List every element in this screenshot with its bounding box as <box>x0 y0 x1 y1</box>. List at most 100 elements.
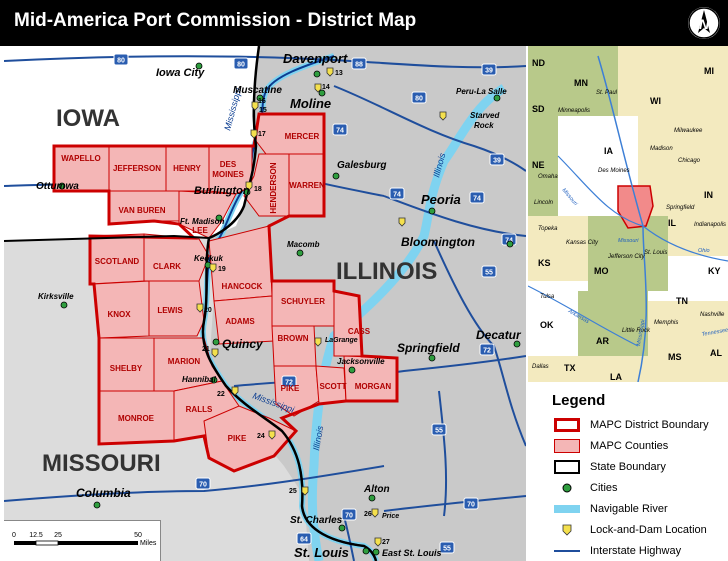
legend: Legend MAPC District Boundary MAPC Count… <box>540 384 728 561</box>
inset-map[interactable]: ND MN MI SD WI IA NE IN IL KS MO KY OK T… <box>527 45 728 383</box>
interstate-shield-label: 80 <box>415 96 423 103</box>
city-dot-icon <box>313 70 321 78</box>
lock-markers <box>196 67 447 547</box>
lock-marker-icon <box>231 386 239 396</box>
city-label: St. Charles <box>290 515 343 526</box>
title-bar: Mid-America Port Commission - District M… <box>0 0 728 46</box>
inset-city-label: Indianapolis <box>694 222 726 228</box>
scale-tick-label: 0 <box>12 532 16 539</box>
city-label: Jacksonville <box>337 357 385 366</box>
lock-number: 24 <box>257 433 265 440</box>
lock-number: 20 <box>204 307 212 314</box>
state-boundary-icon <box>554 460 580 474</box>
city-label: Ft. Madison <box>180 217 225 226</box>
city-dot-icon <box>368 494 376 502</box>
inset-state-label: AL <box>710 348 722 358</box>
inset-city-label: St. Louis <box>644 250 667 256</box>
inset-state-label: MO <box>594 266 609 276</box>
river-icon <box>554 505 580 513</box>
lock-marker-icon <box>211 348 219 358</box>
lock-marker-icon <box>326 67 334 77</box>
county-label: MONROE <box>118 414 155 423</box>
lock-marker-icon <box>209 263 217 273</box>
county-label: SCOTLAND <box>95 257 140 266</box>
interstate-shield-label: 88 <box>355 62 363 69</box>
lock-marker-icon <box>314 337 322 347</box>
inset-district-highlight <box>617 185 654 229</box>
scale-segment <box>35 540 59 546</box>
inset-state-label: KS <box>538 258 551 268</box>
county-label: CLARK <box>153 262 181 271</box>
lock-marker-icon <box>301 486 309 496</box>
inset-city-label: Dallas <box>532 364 549 370</box>
north-arrow-icon: N <box>688 7 720 39</box>
lock-number: 14 <box>322 84 330 91</box>
lock-number: 22 <box>217 391 225 398</box>
state-boundary-mo-il <box>201 237 378 561</box>
interstate-shield-label: 55 <box>485 270 493 277</box>
legend-label: MAPC District Boundary <box>590 419 709 431</box>
state-label-missouri: MISSOURI <box>42 450 161 477</box>
city-label: LaGrange <box>325 337 358 344</box>
city-dot-icon <box>296 249 304 257</box>
county-label: MORGAN <box>355 382 392 391</box>
county-label: LEWIS <box>157 306 183 315</box>
inset-state-label: ND <box>532 58 545 68</box>
interstate-shield-label: 64 <box>300 537 308 544</box>
county-label: HENDERSON <box>269 162 278 213</box>
interstate-shield-icon <box>469 191 485 204</box>
inset-city-label: Lincoln <box>534 200 554 206</box>
county-label: KNOX <box>107 310 131 319</box>
main-map[interactable]: 80 80 88 39 80 74 74 39 74 74 55 72 72 5… <box>3 45 527 561</box>
lock-number: 18 <box>254 186 262 193</box>
county-label: JEFFERSON <box>113 164 161 173</box>
interstate-shield-icon <box>332 123 348 136</box>
legend-label: Cities <box>590 482 618 494</box>
river-label: Illinois <box>311 424 325 451</box>
inset-state-label: MI <box>704 66 714 76</box>
inset-city-label: St. Paul <box>596 90 618 96</box>
city-dot-icon <box>338 524 346 532</box>
interstate-shield-label: 74 <box>473 196 481 203</box>
city-dot-icon <box>506 240 514 248</box>
interstate-shield-icon <box>389 187 405 200</box>
interstate-shield-icon <box>489 153 505 166</box>
city-label: Muscatine <box>233 85 282 96</box>
north-arrow-letter: N <box>699 16 710 32</box>
city-label: St. Louis <box>294 545 349 560</box>
state-label-illinois: ILLINOIS <box>336 258 437 285</box>
scale-tick-label: 25 <box>54 532 62 539</box>
scale-segment <box>14 541 36 545</box>
city-label: Ottumwa <box>36 181 79 192</box>
inset-city-label: Chicago <box>678 158 701 164</box>
state-boundary-ia-mo <box>3 234 210 242</box>
city-label: Decatur <box>476 328 522 342</box>
inset-river-label: Tennessee <box>701 327 728 338</box>
city-label: Kirksville <box>38 292 74 301</box>
inset-river-label: Mississippi <box>636 318 647 346</box>
city-dot-icon <box>256 94 264 102</box>
inset-city-label: Milwaukee <box>674 128 703 134</box>
interstate-shield-label: 70 <box>345 513 353 520</box>
lock-number: 17 <box>258 131 266 138</box>
city-label: Burlington <box>194 185 250 197</box>
inset-city-label: Nashville <box>700 312 725 318</box>
city-label: East St. Louis <box>382 548 442 558</box>
interstate-shield-icon <box>233 57 249 70</box>
scale-unit: Miles <box>140 540 157 547</box>
city-dot-icon <box>362 547 370 555</box>
inset-city-label: Tulsa <box>540 294 555 300</box>
legend-label: Navigable River <box>590 503 668 515</box>
inset-river-label: Ohio <box>698 248 710 254</box>
interstate-shield-icon <box>481 63 497 76</box>
city-label: Moline <box>290 96 331 111</box>
city-label: Iowa City <box>156 67 205 79</box>
county-label: VAN BUREN <box>119 206 166 215</box>
interstate-shield-icon <box>341 508 357 521</box>
county-label: CASS <box>348 327 371 336</box>
legend-heading: Legend <box>552 392 606 409</box>
city-dot-icon <box>60 301 68 309</box>
inset-city-label: Jefferson City <box>607 254 646 260</box>
lock-marker-icon <box>251 101 259 111</box>
city-dot-icon <box>493 94 501 102</box>
